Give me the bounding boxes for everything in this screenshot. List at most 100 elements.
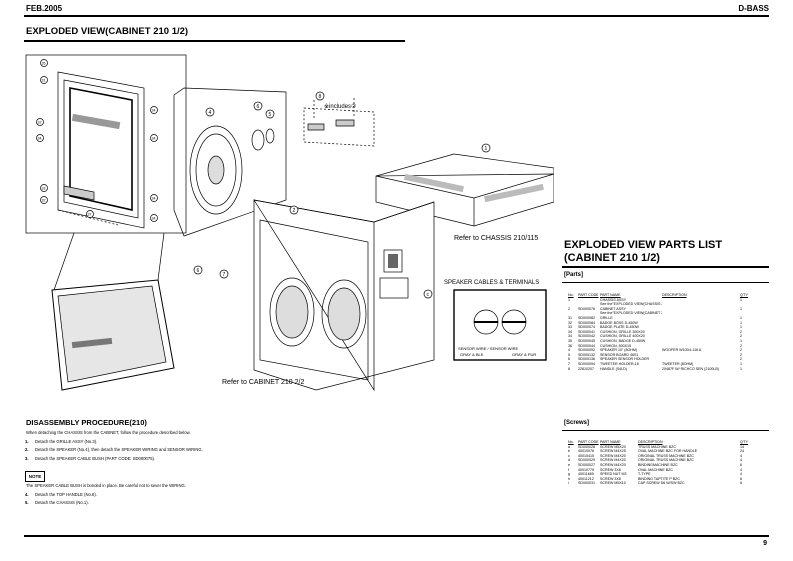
screws-cell: Q'TY [740, 440, 749, 444]
svg-text:8: 8 [319, 94, 322, 100]
parts-cell: 22810207 [578, 366, 594, 371]
screws-cell: SCREW M4X20 [600, 462, 626, 467]
step-number: 4. [25, 492, 29, 497]
screws-cell: SD000031 [578, 481, 595, 486]
parts-cell: 4 [568, 348, 570, 353]
handle-parts: 8 ※includes② [303, 91, 375, 147]
screws-cell: a [568, 444, 570, 449]
parts-cell: PART CODE [578, 293, 599, 297]
svg-text:4: 4 [209, 110, 212, 116]
parts-cell: GRILLE [600, 315, 613, 320]
screws-cell: f [568, 467, 569, 472]
header-date: FEB.2005 [26, 4, 63, 13]
screws-cell: SD000029 [578, 458, 595, 463]
screws-cell: 40011212 [578, 476, 594, 481]
screws-cell: SD000028 [578, 444, 595, 449]
parts-cell: SD000084 [578, 320, 595, 325]
parts-heading-rule [562, 282, 769, 283]
screws-cell: SCREW 3X8 [600, 476, 621, 481]
svg-text:6: 6 [197, 268, 200, 274]
screws-cell: 6 [740, 462, 742, 467]
screws-cell: BINDING TAPTITE P BZC [638, 476, 680, 481]
screws-cell: 4 [740, 458, 742, 463]
parts-list-title-line2: (CABINET 210 1/2) [564, 252, 660, 264]
screws-cell: 40010415 [578, 453, 594, 458]
parts-cell: CUSHION, BADGE D-450W [600, 338, 646, 343]
parts-cell: SPEAKER SENSOR HOLDER [600, 357, 650, 362]
svg-text:34: 34 [152, 109, 156, 113]
parts-cell: 35 [568, 338, 572, 343]
procedure-step: 1.Detach the GRILLE ASSY (No.3). [25, 439, 203, 444]
disassembly-title: DISASSEMBLY PROCEDURE(210) [26, 418, 147, 427]
procedure-step: 4. Detach the TOP HANDLE (No.8). [25, 492, 97, 497]
refer-cabinet-text: Refer to CABINET 210 2/2 [222, 379, 304, 386]
disassembly-steps-2: 4. Detach the TOP HANDLE (No.8). 5.Detach … [25, 492, 97, 509]
parts-cell: 1 [740, 366, 742, 371]
svg-text:2: 2 [293, 208, 296, 214]
screws-cell: 40010779 [578, 467, 594, 472]
parts-cell: SD000044 [578, 343, 595, 348]
footer-rule [24, 535, 769, 537]
parts-cell: 8 [568, 366, 570, 371]
screws-cell: 40010076 [578, 449, 594, 454]
speaker-cable-inset: SPEAKER CABLES & TERMINALS SENSOR WIRE /… [444, 280, 547, 361]
parts-cell: 32 [568, 320, 572, 325]
svg-text:6: 6 [257, 104, 260, 110]
screws-cell: SD000027 [578, 462, 595, 467]
screws-cell: OVAL MACHINE BZC [638, 467, 673, 472]
parts-cell: 5 [568, 352, 570, 357]
screws-cell: 40011669 [578, 472, 594, 477]
procedure-step: 5.Detach the CHASSIS (No.1). [25, 500, 97, 505]
screws-cell: 24 [740, 449, 744, 454]
step-text: Detach the TOP HANDLE (No.8). [35, 492, 97, 497]
screws-cell: SCREW M5X20 [600, 444, 626, 449]
screws-cell: SCREW 3X8 [600, 467, 621, 472]
parts-cell: BADGE BOSS D-450W [600, 320, 638, 325]
header-rule [24, 15, 769, 17]
parts-row: 32 SD000084 BADGE BOSS D-450W 1 [568, 321, 760, 326]
screws-cell: ORIGINAL TRUSS MACHINE BZC [638, 458, 694, 463]
parts-cell: CABINET ASSY [600, 306, 626, 311]
parts-cell: 1 [740, 338, 742, 343]
step-text: Detach the SPEAKER CABLE BUSH (PART CODE… [35, 455, 156, 461]
parts-cell: CHASSIS ASSY [600, 297, 627, 302]
screws-cell: e [568, 462, 570, 467]
svg-text:32: 32 [38, 121, 42, 125]
screws-cell: 6 [740, 476, 742, 481]
parts-cell: SENSOR BOARD 46S1 [600, 352, 639, 357]
parts-cell: 1 [740, 361, 742, 366]
parts-list-title: EXPLODED VIEW PARTS LIST (CABINET 210 1/… [564, 239, 722, 265]
disassembly-steps: 1.Detach the GRILLE ASSY (No.3).2.Detach… [25, 439, 203, 464]
screws-cell: DESCRIPTION [638, 440, 663, 444]
parts-cell: 34 [568, 334, 572, 339]
parts-cell: 31 [568, 315, 572, 320]
parts-cell: SD000042 [578, 334, 595, 339]
parts-cell: 2 [740, 334, 742, 339]
parts-cell: 6 [568, 357, 570, 362]
screws-cell: 6 [740, 481, 742, 486]
screws-cell: ORIGINAL TRUSS MACHINE BZC [638, 453, 694, 458]
screws-cell: SCREW M4X25 [600, 449, 626, 454]
svg-text:1: 1 [485, 146, 488, 152]
screws-cell: T-TYPE [638, 472, 651, 477]
screws-cell: SPEED NUT M3 [600, 472, 627, 477]
disassembly-intro: When detaching the CHASSIS from the CABI… [26, 430, 191, 435]
parts-cell: HANDLE (S4LD) [600, 366, 627, 371]
parts-cell: 1 [740, 320, 742, 325]
svg-text:34: 34 [152, 217, 156, 221]
svg-text:34: 34 [152, 137, 156, 141]
screws-cell: c [568, 453, 570, 458]
